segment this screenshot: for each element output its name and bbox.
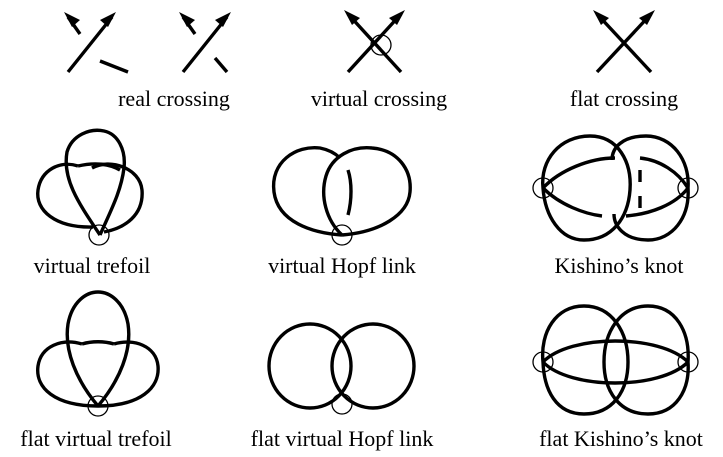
real-crossing-2-arrowhead-right: [215, 12, 231, 27]
flat-virtual-trefoil-inner-arc: [81, 340, 115, 346]
flat-kishinos-knot-left-loop: [540, 304, 630, 416]
virtual-hopf-link: [271, 145, 412, 246]
kishinos-knot-lower-band-left: [541, 186, 603, 218]
virtual-hopf-link-right-circle: [322, 146, 412, 237]
kishinos-knot-left-loop: [541, 134, 632, 242]
flat-virtual-trefoil: [36, 290, 160, 417]
label-virtual-crossing: virtual crossing: [310, 86, 448, 111]
flat-kishinos-knot-right-crossing-circle: [677, 351, 699, 373]
label-flat-crossing: flat crossing: [569, 86, 679, 111]
flat-virtual-trefoil-crossing-circle: [87, 395, 109, 417]
label-kishinos-knot: Kishino’s knot: [554, 253, 684, 278]
flat-virtual-trefoil-right-lobe: [97, 340, 160, 408]
flat-virtual-hopf-link-right-circle: [330, 322, 416, 410]
real-crossing-1-under-strand-lower: [99, 59, 129, 74]
virtual-crossing-strand-b: [346, 12, 403, 74]
kishinos-knot-upper-band-left: [541, 156, 616, 190]
flat-crossing-arrowhead-right: [639, 10, 655, 25]
real-crossing-2-under-strand-lower: [213, 56, 229, 74]
flat-crossing-arrowhead-left: [593, 10, 609, 25]
virtual-trefoil: [36, 128, 144, 246]
flat-kishinos-knot: [532, 304, 699, 416]
flat-virtual-hopf-link-crossing-circle: [331, 393, 353, 415]
flat-virtual-trefoil-top-loop: [65, 290, 131, 408]
flat-kishinos-knot-right-loop: [602, 304, 690, 416]
real-crossing-1-over-strand: [66, 15, 114, 74]
virtual-crossing-arrowhead-right: [389, 10, 405, 25]
virtual-crossing: [344, 10, 405, 74]
label-real-crossing: real crossing: [118, 86, 230, 111]
real-crossing-2-arrowhead-left: [179, 12, 195, 27]
label-flat-kishinos-knot: flat Kishino’s knot: [539, 426, 703, 451]
kishinos-knot: [532, 134, 699, 242]
kishinos-knot-right-loop-bottom: [612, 187, 690, 242]
kishinos-knot-upper-band-right: [639, 156, 690, 189]
flat-kishinos-knot-left-crossing-circle: [532, 351, 554, 373]
kishinos-knot-right-crossing-circle: [677, 177, 699, 199]
kishinos-knot-left-crossing-circle: [532, 177, 554, 199]
real-crossing-1-arrowhead-right: [100, 12, 116, 27]
flat-kishinos-knot-upper-band: [541, 339, 690, 364]
real-crossing-1: [64, 12, 129, 74]
flat-crossing: [593, 10, 655, 74]
flat-virtual-trefoil-left-lobe: [36, 340, 99, 408]
virtual-crossing-arrowhead-left: [344, 10, 360, 25]
virtual-hopf-link-crossing-circle: [331, 224, 353, 246]
virtual-trefoil-crossing-circle: [88, 224, 110, 246]
flat-virtual-hopf-link-left-circle: [267, 322, 353, 410]
virtual-trefoil-inner-arc: [77, 162, 121, 172]
label-flat-virtual-hopf-link: flat virtual Hopf link: [250, 426, 434, 451]
virtual-crossing-circle: [370, 34, 392, 56]
real-crossing-2: [179, 12, 231, 74]
real-crossing-1-arrowhead-left: [64, 12, 80, 27]
flat-crossing-strand-b: [595, 12, 653, 74]
kishinos-knot-lower-band-right: [625, 186, 690, 218]
real-crossing-2-over-strand: [181, 15, 229, 74]
kishinos-knot-right-loop-top: [610, 134, 690, 189]
label-virtual-trefoil: virtual trefoil: [33, 253, 151, 278]
virtual-hopf-link-left-circle: [271, 145, 343, 237]
label-virtual-hopf-link: virtual Hopf link: [268, 253, 416, 278]
virtual-hopf-link-left-inner-arc: [346, 169, 353, 216]
flat-kishinos-knot-lower-band: [541, 360, 690, 385]
label-flat-virtual-trefoil: flat virtual trefoil: [20, 426, 172, 451]
virtual-trefoil-top-loop: [64, 128, 126, 236]
virtual-trefoil-left-lobe: [36, 162, 94, 229]
flat-virtual-hopf-link: [267, 322, 416, 415]
